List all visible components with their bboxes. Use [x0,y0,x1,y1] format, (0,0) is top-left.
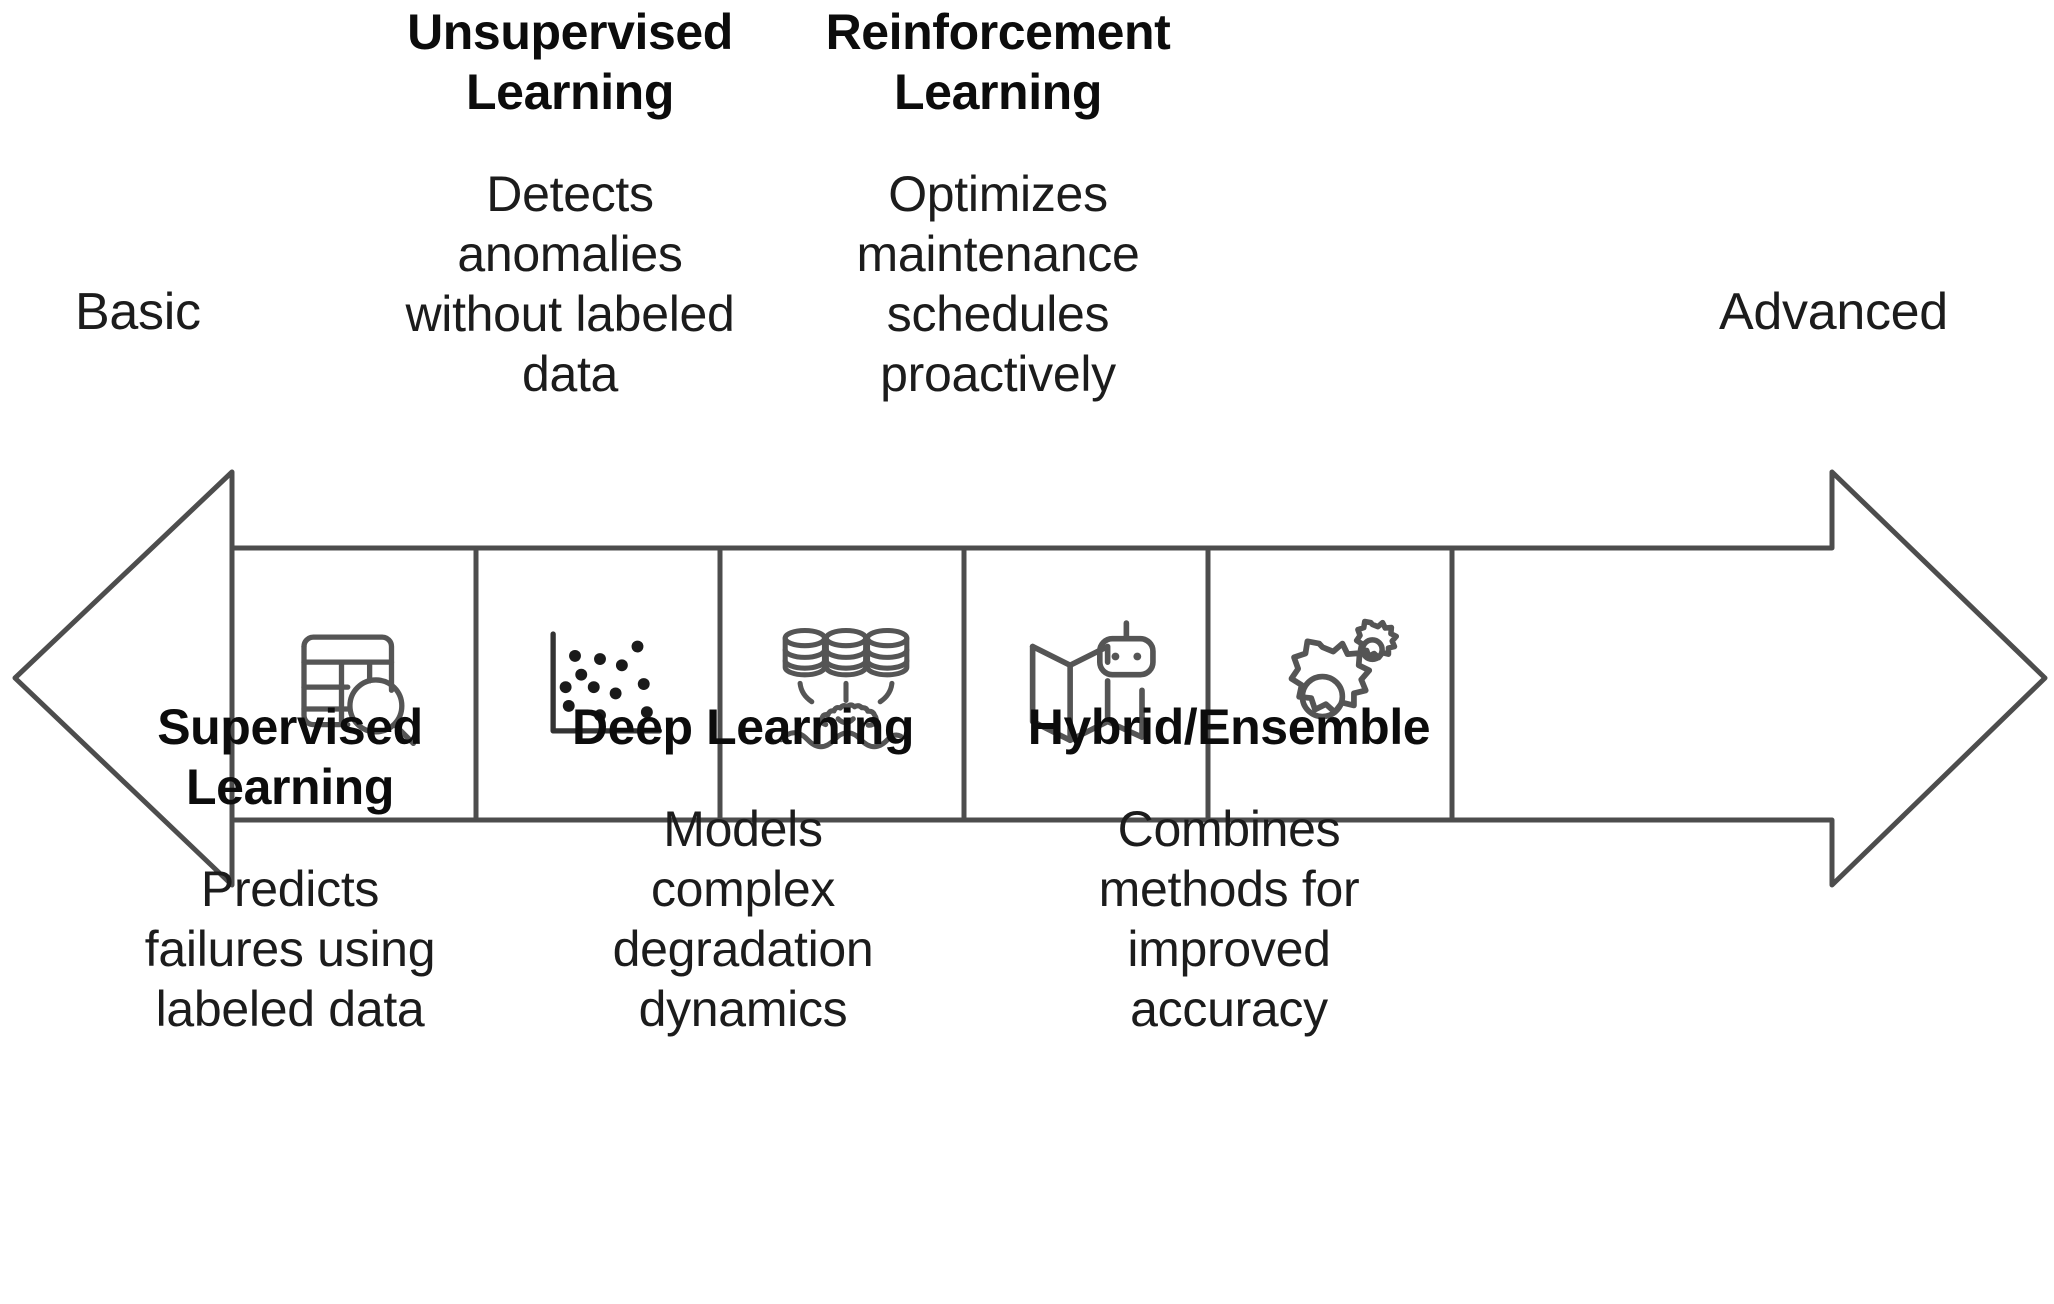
gears-icon [1288,618,1400,720]
callout-hybrid-ensemble: Hybrid/Ensemble Combines methods for imp… [1014,697,1444,1039]
stage-desc-reinforcement: Optimizes maintenance schedules proactiv… [856,166,1140,402]
axis-label-basic: Basic [75,283,201,341]
stage-title-hybrid-ensemble: Hybrid/Ensemble [1027,699,1431,755]
stage-desc-deep-learning: Models complex degradation dynamics [612,801,874,1037]
stage-desc-unsupervised: Detects anomalies without labeled data [405,166,735,402]
icon-cell-hybrid[interactable] [1216,548,1460,820]
axis-label-advanced: Advanced [1719,283,1948,341]
icon-cell-supervised[interactable] [232,548,476,820]
stage-title-unsupervised: Unsupervised Learning [407,4,733,120]
icon-cell-unsupervised[interactable] [478,548,722,820]
stage-title-deep-learning: Deep Learning [571,699,915,755]
callout-supervised: Supervised Learning Predicts failures us… [90,697,490,1039]
stage-desc-hybrid-ensemble: Combines methods for improved accuracy [1098,801,1360,1037]
map-robot-icon [1029,620,1156,744]
stage-desc-supervised: Predicts failures using labeled data [144,861,436,1037]
callout-unsupervised: Unsupervised Learning Detects anomalies … [370,2,770,404]
scatter-plot-icon [550,631,663,734]
callout-reinforcement: Reinforcement Learning Optimizes mainten… [798,2,1198,404]
stage-title-reinforcement: Reinforcement Learning [825,4,1171,120]
icon-cell-deep-learning[interactable] [724,548,968,820]
callout-deep-learning: Deep Learning Models complex degradation… [543,697,943,1039]
stage-title-supervised: Supervised Learning [157,699,423,815]
data-lake-icon [778,627,910,750]
icon-cell-reinforcement[interactable] [970,548,1214,820]
table-search-icon [301,634,417,747]
